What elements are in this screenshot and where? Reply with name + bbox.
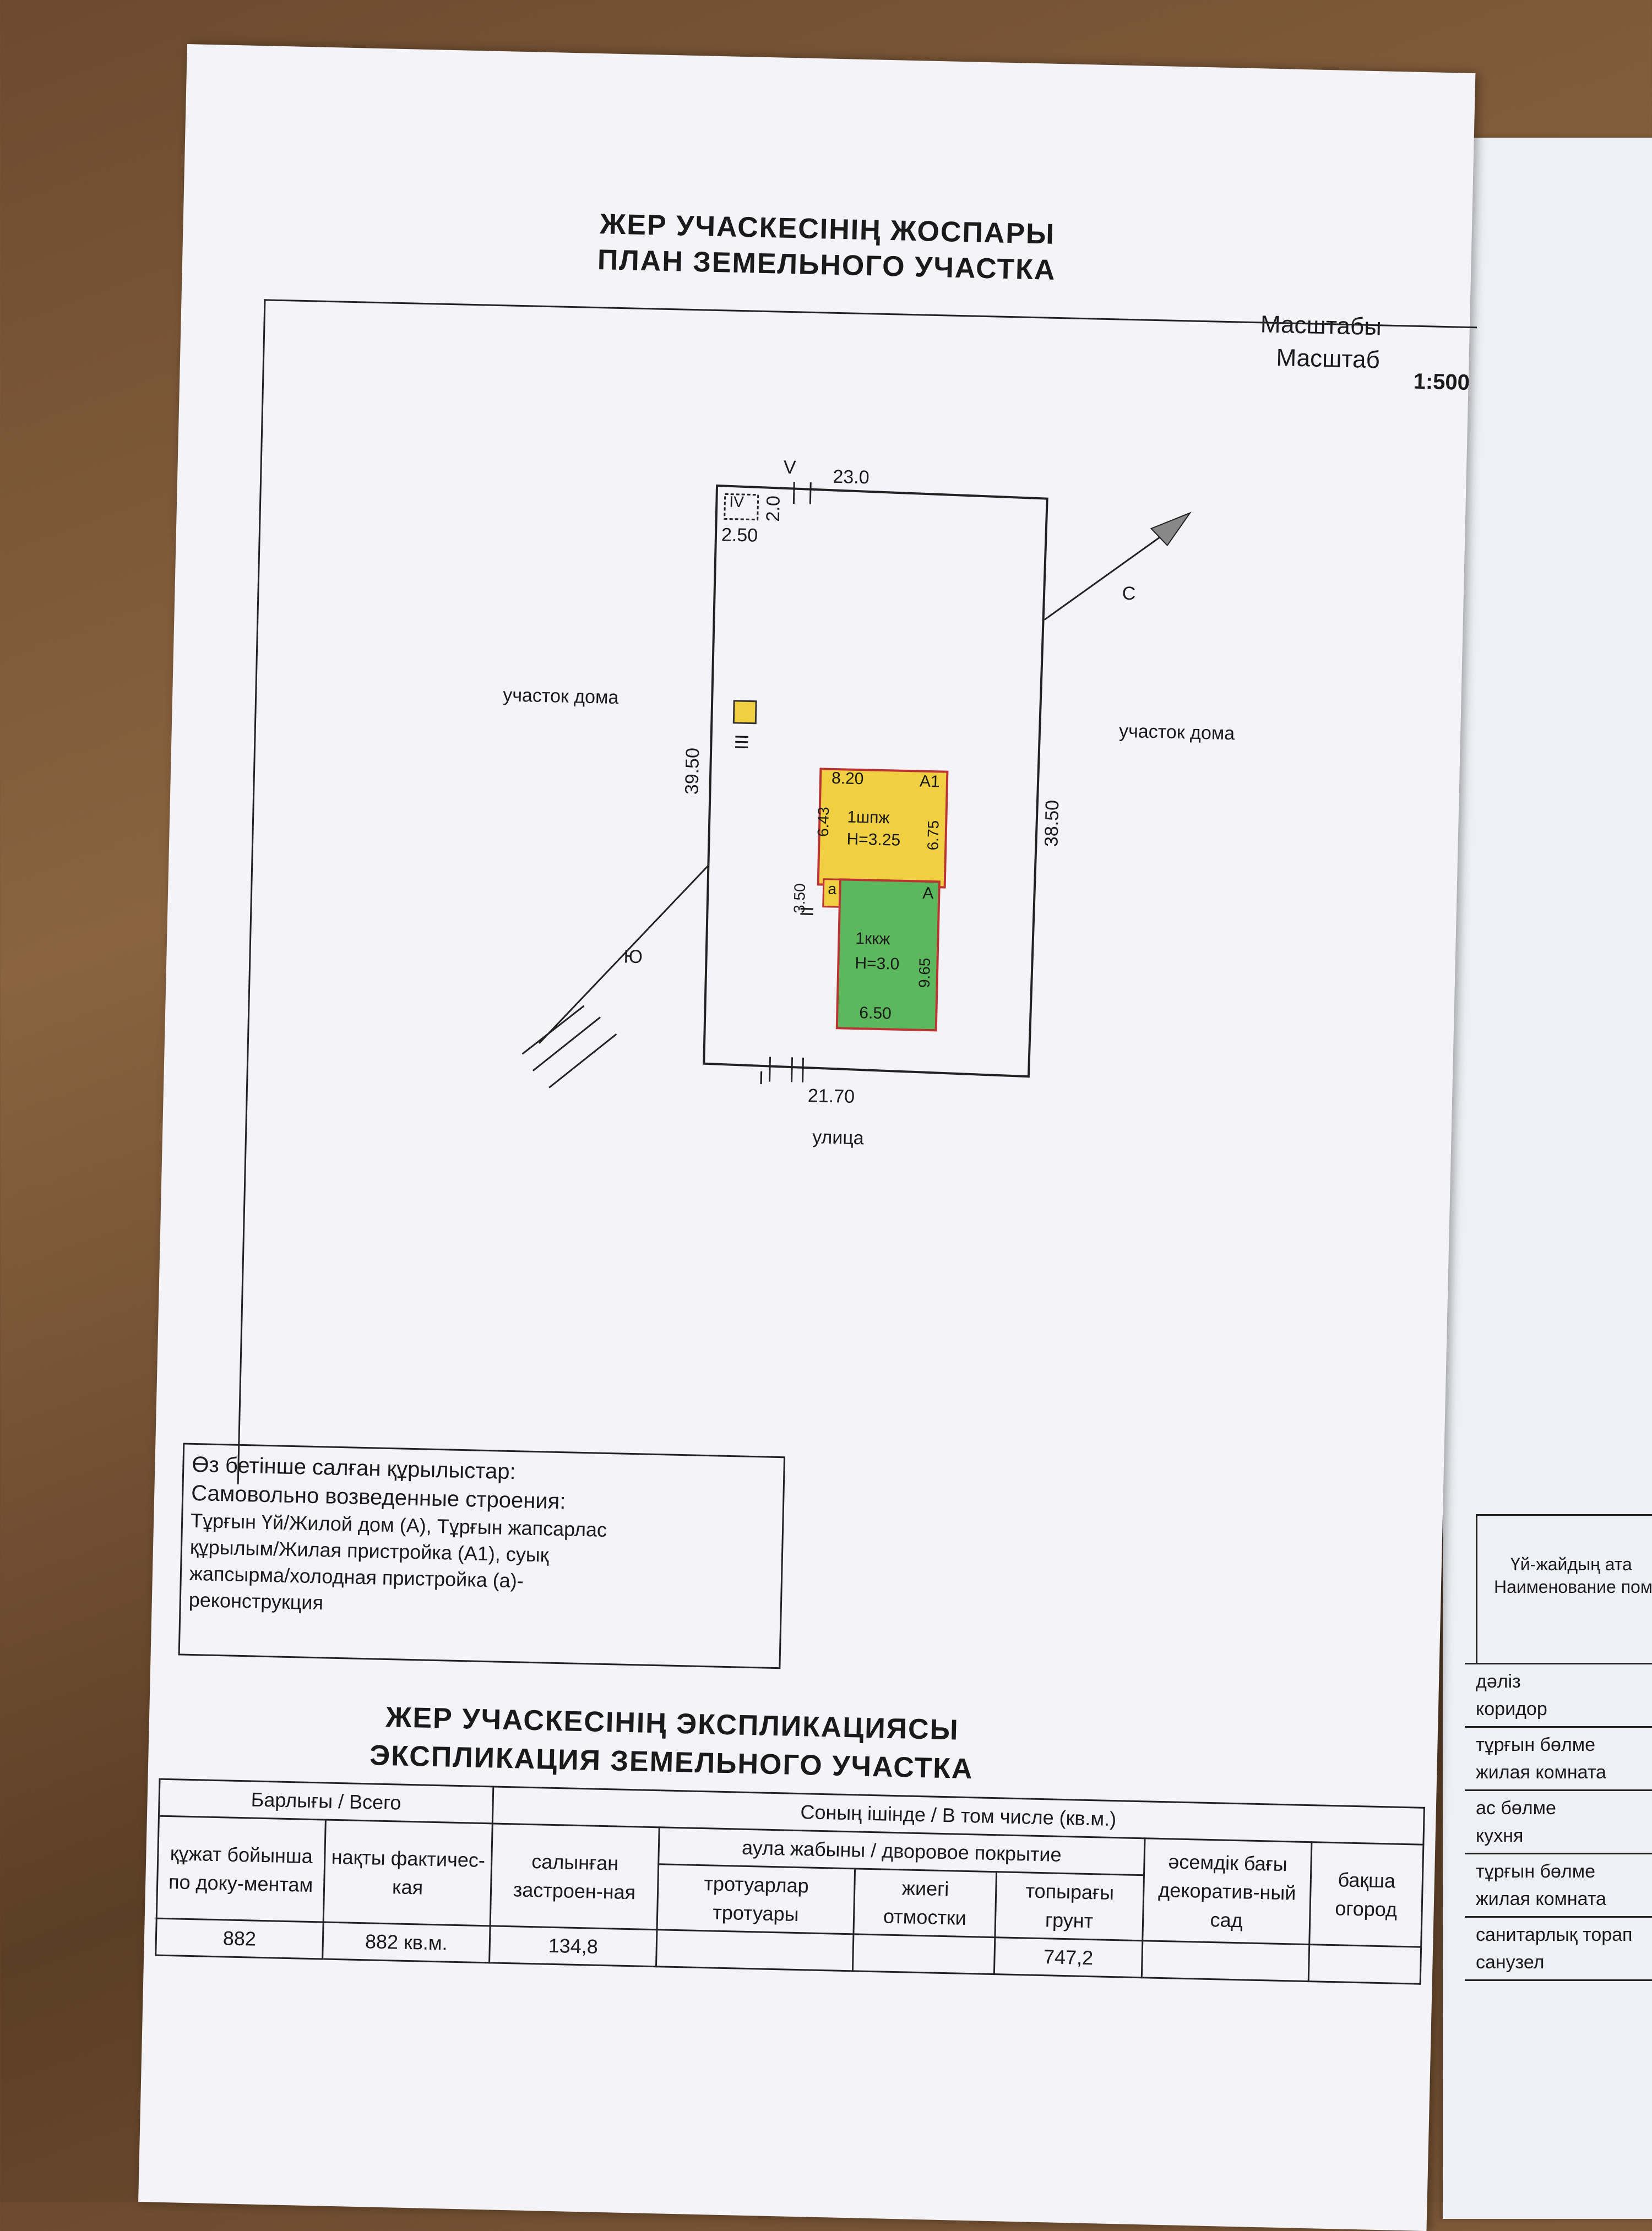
side-row-kz: тұрғын бөлме: [1476, 1734, 1596, 1755]
val-fact: 882 кв.м.: [322, 1922, 491, 1963]
side-row-ru: санузел: [1476, 1952, 1545, 1973]
side-row: ас бөлме кухня: [1465, 1789, 1652, 1853]
marker-i: I: [758, 1068, 764, 1089]
street-label: улица: [812, 1127, 865, 1149]
side-row-ru: коридор: [1476, 1699, 1547, 1719]
side-row-kz: тұрғын бөлме: [1476, 1861, 1596, 1882]
north-label: С: [1122, 583, 1136, 605]
south-hatch: [521, 1005, 585, 1055]
dim-corner-w: 2.50: [721, 524, 758, 546]
val-garden: [1142, 1940, 1309, 1982]
explication-table: Барлығы / Всего Соның ішінде / В том чис…: [155, 1778, 1425, 1985]
col-soil: топырағы грунт: [995, 1871, 1144, 1941]
dim-right: 38.50: [1041, 799, 1063, 847]
building-a1-width: 8.20: [831, 769, 864, 788]
north-arrow-head: [1150, 512, 1192, 547]
val-sidewalk: [656, 1929, 854, 1971]
side-rows: дәліз коридор тұрғын бөлме жилая комната а…: [1465, 1663, 1652, 1981]
dim-corner-h: 2.0: [762, 495, 784, 522]
annex-label: а: [828, 880, 837, 898]
side-row: тұрғын бөлме жилая комната: [1465, 1726, 1652, 1789]
building-a-height: Н=3.0: [855, 954, 900, 973]
south-hatch: [548, 1033, 617, 1089]
building-a-w: 6.50: [859, 1004, 892, 1023]
col-fact: нақты фактичес-кая: [323, 1820, 493, 1926]
side-header-kz: Үй-жайдың ата: [1510, 1554, 1632, 1574]
side-row: тұрғын бөлме жилая комната: [1465, 1853, 1652, 1916]
north-arrow-line: [1044, 523, 1180, 621]
val-built: 134,8: [489, 1925, 657, 1967]
col-garden: әсемдік бағы декоратив-ный сад: [1142, 1838, 1312, 1945]
building-a1-height: Н=3.25: [846, 830, 901, 850]
side-row: санитарлық торап санузел: [1465, 1916, 1652, 1981]
val-soil: 747,2: [994, 1937, 1143, 1978]
dim-bottom: 21.70: [807, 1085, 855, 1107]
building-a-h: 9.65: [915, 957, 933, 988]
gate-tick: [809, 482, 812, 504]
side-row-kz: санитарлық торап: [1476, 1924, 1633, 1945]
col-veg: бақша огород: [1309, 1842, 1423, 1947]
col-built: салынған застроен-ная: [490, 1823, 660, 1930]
building-a1-h-left: 6.43: [814, 806, 833, 837]
small-h: 3.50: [790, 883, 808, 914]
building-a-kind: 1ккж: [855, 929, 890, 949]
second-sheet: Үй-жайдың ата Наименование поме дәліз кор…: [1443, 138, 1652, 2219]
side-row-kz: ас бөлме: [1476, 1798, 1556, 1819]
val-veg: [1308, 1944, 1421, 1984]
south-label: Ю: [623, 946, 643, 968]
building-a1-h-right: 6.75: [924, 820, 942, 851]
marker-iii: III: [730, 734, 752, 750]
structure-iii: [732, 700, 757, 725]
marker-v: V: [783, 456, 796, 478]
south-line: [538, 864, 709, 1044]
building-a: [835, 878, 941, 1032]
structure-iv: [724, 493, 759, 521]
neighbor-right: участок дома: [1118, 720, 1235, 744]
val-blind: [852, 1934, 995, 1974]
side-header-cell: Үй-жайдың ата Наименование поме: [1476, 1514, 1652, 1664]
side-row-kz: дәліз: [1476, 1671, 1521, 1692]
side-row-ru: жилая комната: [1476, 1889, 1606, 1909]
side-row-ru: кухня: [1476, 1825, 1524, 1846]
val-doc: 882: [155, 1918, 324, 1959]
marker-iv: IV: [729, 493, 745, 511]
building-a1-kind: 1шпж: [847, 808, 890, 828]
dim-top: 23.0: [833, 466, 870, 488]
building-a1-id: А1: [919, 772, 941, 791]
side-header-ru: Наименование поме: [1494, 1577, 1652, 1597]
col-blind: жиегі отмостки: [854, 1868, 997, 1938]
main-sheet: ЖЕР УЧАСКЕСІНІҢ ЖОСПАРЫ ПЛАН ЗЕМЕЛЬНОГО …: [138, 44, 1477, 2231]
col-sidewalk: тротуарлар тротуары: [657, 1864, 856, 1934]
col-doc: құжат бойынша по доку-ментам: [156, 1816, 326, 1922]
side-row-ru: жилая комната: [1476, 1762, 1606, 1783]
parcel-outline: [703, 484, 1048, 1078]
plot-drawing: [521, 482, 1192, 1089]
dim-left: 39.50: [681, 747, 704, 795]
unauthorized-box: Өз бетінше салған құрылыстар: Самовольно…: [178, 1443, 786, 1669]
building-a-id: А: [922, 884, 934, 903]
neighbor-left: участок дома: [502, 684, 619, 709]
south-hatch: [532, 1016, 601, 1071]
side-row: дәліз коридор: [1465, 1663, 1652, 1726]
